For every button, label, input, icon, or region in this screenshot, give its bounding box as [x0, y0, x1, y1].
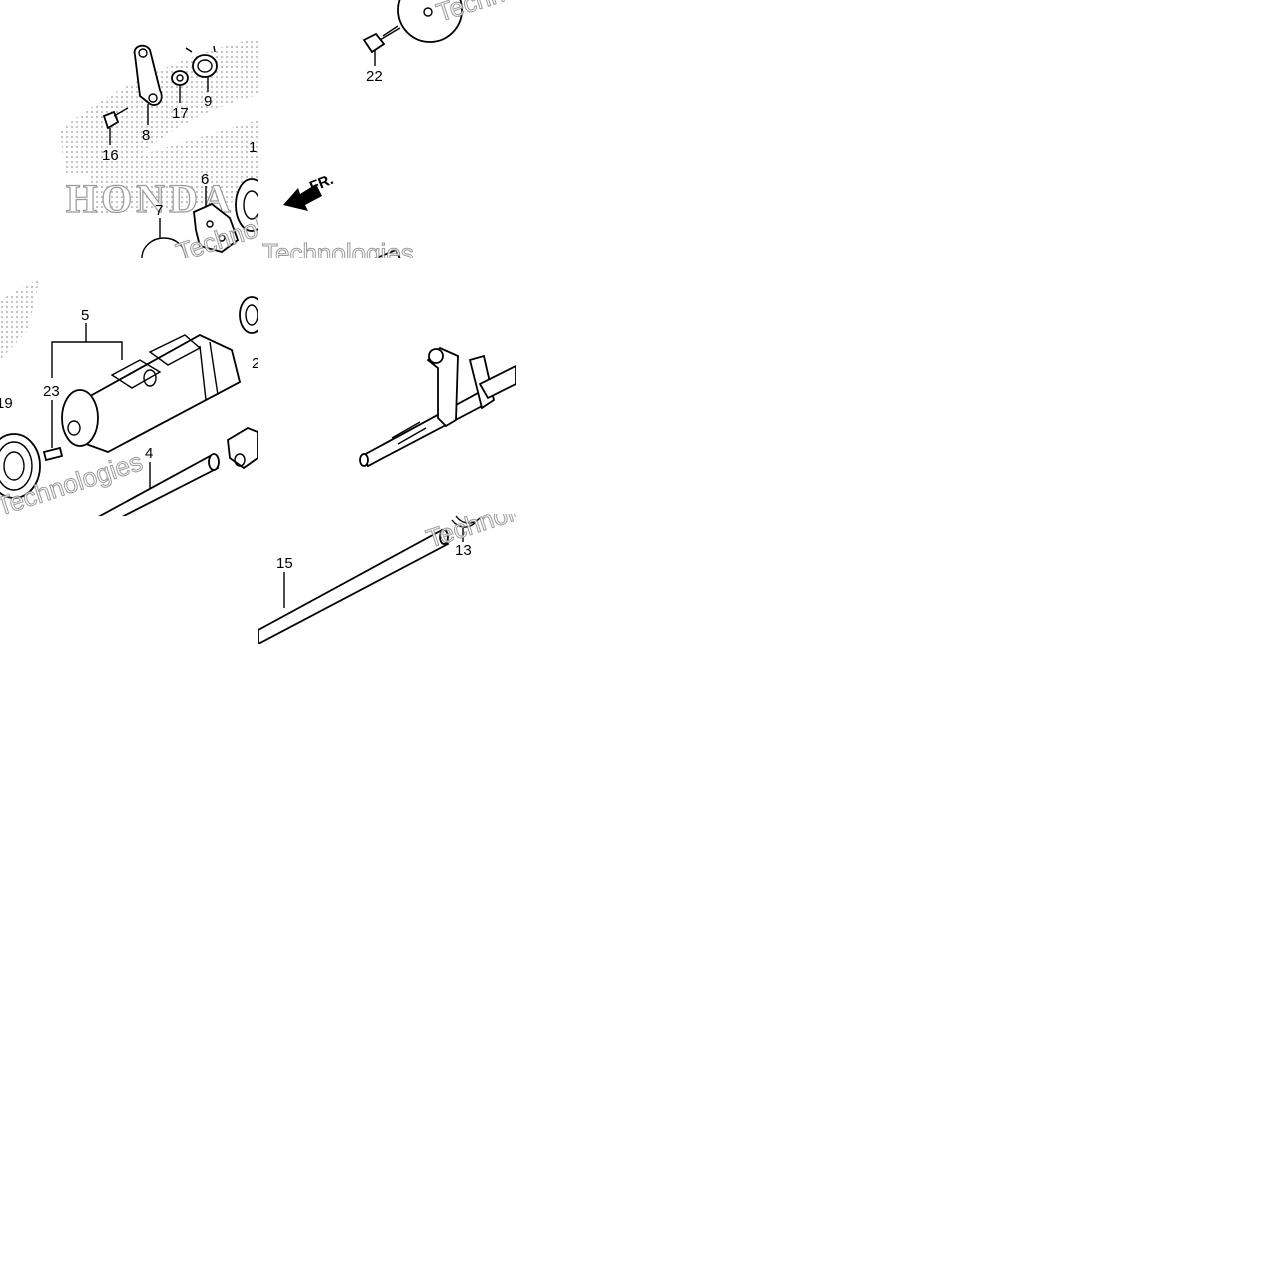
- callout-2: 2: [252, 355, 260, 372]
- callout-16: 16: [102, 147, 119, 164]
- callout-22: 22: [366, 68, 383, 85]
- part-drum-plate: [193, 186, 240, 253]
- part-bearing-edge: [235, 178, 258, 232]
- part-washer: [171, 70, 189, 103]
- part-bearing-2: [239, 296, 258, 334]
- callout-15: 15: [276, 555, 293, 572]
- front-direction-arrow: FR.: [283, 171, 336, 211]
- callout-6: 6: [201, 171, 209, 188]
- part-spring: [185, 45, 218, 92]
- front-direction-label: FR.: [307, 171, 336, 196]
- watermark: Technologies: [262, 238, 414, 268]
- tile-bottom-right: Technologies 15 13: [258, 478, 577, 644]
- tile-middle-right: [359, 346, 516, 468]
- part-disc: [397, 0, 463, 43]
- callout-17: 17: [172, 105, 189, 122]
- callout-5: 5: [81, 307, 89, 324]
- callout-9: 9: [204, 93, 212, 110]
- callout-1: 1: [249, 139, 257, 156]
- part-stopper-arm: [133, 44, 163, 125]
- part-bearing-19: [0, 433, 41, 499]
- tile-top-left: HONDA: [60, 38, 258, 258]
- part-shift-drum: [61, 333, 242, 453]
- part-shaft-4: [98, 453, 220, 516]
- callout-7: 7: [155, 202, 163, 219]
- tile-top-right: FR. Technologies Technologies 22: [262, 0, 516, 268]
- watermark: Technologies: [423, 478, 577, 553]
- part-bolt-22: [362, 25, 401, 66]
- callout-23: 23: [43, 383, 60, 400]
- part-bolt-16: [102, 107, 129, 145]
- part-dowel-pin: [42, 400, 64, 462]
- part-spring-13: [451, 515, 481, 542]
- callout-13: 13: [455, 542, 472, 559]
- part-shaft-stub: [374, 248, 401, 258]
- callout-4: 4: [145, 445, 153, 462]
- callout-8: 8: [142, 127, 150, 144]
- part-o-ring: [141, 218, 187, 258]
- callout-19: 19: [0, 395, 13, 412]
- wing-logo-dots: [0, 278, 40, 360]
- part-shaft-15: [258, 528, 450, 644]
- tile-middle-left: Technologies 5 23 19 4 2: [0, 278, 260, 516]
- part-shift-fork-edge: [227, 426, 258, 470]
- part-gearshift-spindle: [359, 346, 516, 468]
